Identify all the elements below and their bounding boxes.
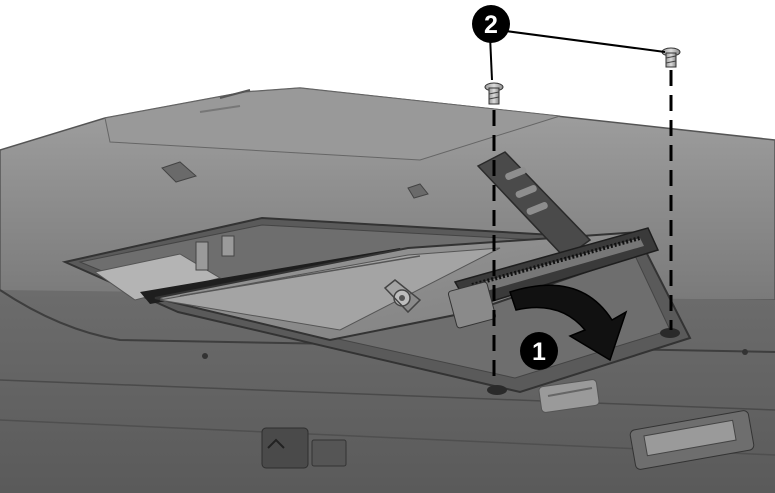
screw-icon [484, 82, 504, 105]
callout-1: 1 [520, 332, 558, 370]
callout-1-label: 1 [532, 338, 546, 366]
curved-arrow-icon [509, 284, 628, 362]
callout-2-leaders [489, 29, 666, 81]
hard-drive [154, 151, 660, 342]
screw-icon [661, 47, 681, 68]
screw-guide-lines [492, 70, 673, 385]
callout-2: 2 [472, 5, 510, 43]
callout-2-label: 2 [484, 11, 498, 39]
connector-icon [453, 227, 660, 309]
